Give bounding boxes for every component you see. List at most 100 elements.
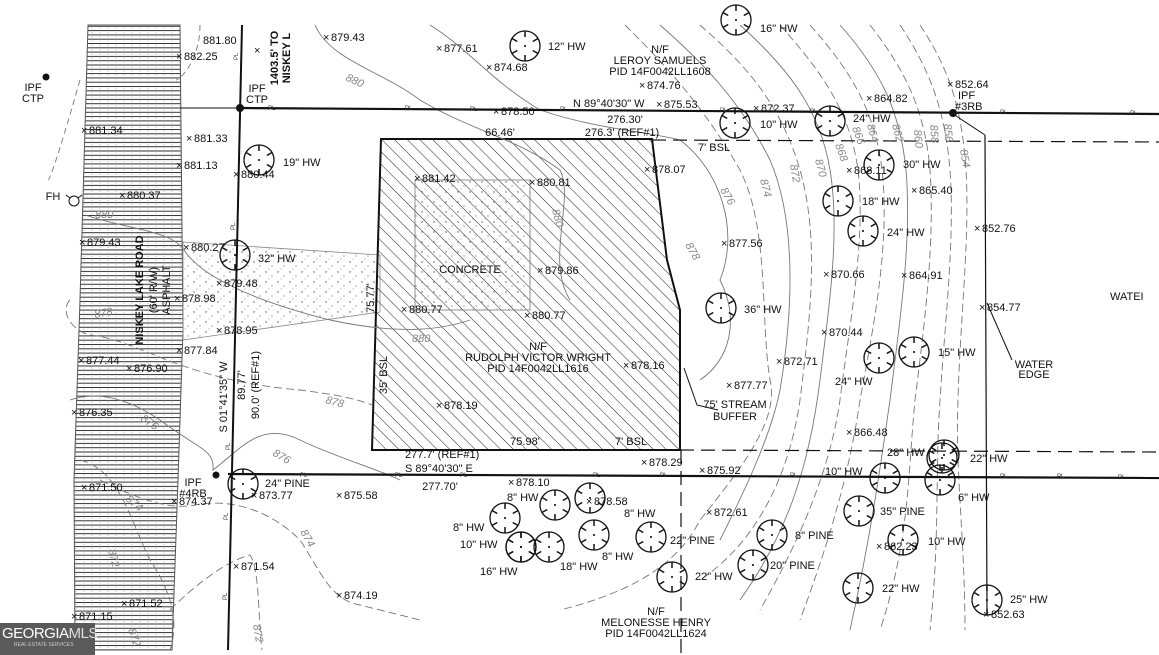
contour-label: 872	[787, 163, 802, 183]
tree-label: 30" HW	[903, 159, 941, 171]
vertical-label: 90.0' (REF#1)	[250, 351, 262, 419]
spot-marker-icon: ×	[414, 173, 420, 185]
tree-icon	[635, 521, 667, 553]
property-line-tag: PL	[560, 107, 568, 113]
spot-marker-icon: ×	[119, 190, 125, 202]
contour-label: 872	[250, 623, 265, 643]
road-asphalt	[73, 24, 184, 651]
spot-elevation: 852.76	[982, 223, 1016, 235]
spot-marker-icon: ×	[699, 465, 705, 477]
tree-icon	[656, 561, 688, 593]
spot-elevation: 872.61	[714, 507, 748, 519]
tree-label: 22" HW	[882, 583, 920, 595]
spot-marker-icon: ×	[336, 590, 342, 602]
spot-marker-icon: ×	[706, 507, 712, 519]
spot-marker-icon: ×	[537, 265, 543, 277]
tree-label: 8" HW	[453, 522, 485, 534]
spot-elevation: 852.64	[955, 79, 989, 91]
spot-elevation: 854.77	[987, 302, 1021, 314]
tree-icon	[843, 495, 875, 527]
spot-elevation: 871.54	[241, 561, 275, 573]
spot-marker-icon: ×	[233, 169, 239, 181]
tree-icon	[227, 468, 259, 500]
contour-label: 868	[832, 142, 850, 164]
contour-label: 870	[812, 158, 829, 180]
spot-elevation: 880.81	[537, 177, 571, 189]
tree-label: 25" HW	[1010, 594, 1048, 606]
property-line-tag: PL	[1000, 110, 1008, 116]
spot-elevation: 874.68	[494, 62, 528, 74]
annotation-label: WATER	[1015, 359, 1054, 371]
tree-icon	[539, 489, 571, 521]
spot-elevation: 881.42	[422, 173, 456, 185]
contour-label: 862	[889, 123, 905, 144]
tree-label: 35" PINE	[880, 506, 925, 518]
spot-elevation: 852.63	[991, 609, 1025, 621]
property-lines	[180, 24, 1159, 655]
spot-marker-icon: ×	[846, 427, 852, 439]
property-line-tag: PL	[790, 473, 798, 479]
spot-marker-icon: ×	[641, 457, 647, 469]
spot-marker-icon: ×	[436, 43, 442, 55]
tree-label: 18" HW	[862, 196, 900, 208]
fire-hydrant-icon	[65, 194, 83, 207]
spot-elevation: 875.53	[664, 99, 698, 111]
spot-marker-icon: ×	[176, 345, 182, 357]
contour-label: 856	[941, 123, 955, 143]
spot-marker-icon: ×	[121, 598, 127, 610]
annotation-label: RUDOLPH VICTOR WRIGHT	[465, 352, 611, 364]
tree-label: 10" HW	[460, 539, 498, 551]
contour-label: 880	[95, 209, 114, 221]
tree-label: 8" HW	[507, 492, 539, 504]
annotation-label: 75' STREAM	[703, 399, 766, 411]
annotation-label: N/F	[647, 606, 665, 618]
property-line-tag: PL	[300, 473, 308, 479]
tree-label: 8" PINE	[795, 530, 834, 542]
spot-marker-icon: ×	[323, 32, 329, 44]
spot-marker-icon: ×	[901, 270, 907, 282]
spot-marker-icon: ×	[401, 304, 407, 316]
annotation-label: #3RB	[955, 101, 983, 113]
spot-elevation: 876.35	[79, 407, 113, 419]
tree-label: 19" HW	[283, 157, 321, 169]
ipf-marker	[236, 104, 244, 112]
annotation-label: EDGE	[1018, 369, 1049, 381]
property-line-tag: PL	[593, 473, 601, 479]
contour-label: 874	[297, 528, 317, 550]
contour-label: 866	[849, 125, 867, 147]
georgia-mls-watermark: GEORGIAMLS REAL ESTATE SERVICES	[0, 623, 98, 655]
tree-icon	[863, 149, 895, 181]
spot-marker-icon: ×	[644, 164, 650, 176]
tree-label: 10" HW	[928, 536, 966, 548]
spot-marker-icon: ×	[623, 360, 629, 372]
tree-icon	[924, 464, 956, 496]
property-line-tag: PL	[234, 52, 240, 60]
annotation-label: 276.3' (REF#1)	[585, 127, 659, 139]
spot-marker-icon: ×	[639, 80, 645, 92]
spot-elevation: 879.43	[87, 237, 121, 249]
spot-elevation: 876.90	[134, 363, 168, 375]
property-line-tag: PL	[223, 592, 229, 600]
tree-label: 24" HW	[835, 376, 873, 388]
spot-elevation: 871.50	[89, 482, 123, 494]
spot-marker-icon: ×	[171, 496, 177, 508]
ipf-marker	[42, 73, 50, 81]
tree-label: 8" HW	[602, 551, 634, 563]
spot-marker-icon: ×	[586, 496, 592, 508]
spot-marker-icon: ×	[493, 106, 499, 118]
spot-marker-icon: ×	[436, 400, 442, 412]
spot-elevation: 864.82	[874, 93, 908, 105]
annotation-label: 277.7' (REF#1)	[405, 449, 479, 461]
vertical-label: 35' BSL	[378, 356, 390, 394]
property-line-tag: PL	[224, 512, 230, 520]
spot-elevation: 882.25	[184, 51, 218, 63]
property-line-tag: PL	[1000, 474, 1008, 480]
spot-elevation: 881.34	[89, 125, 123, 137]
vertical-label: 89.77'	[236, 370, 248, 400]
contour-label: 880	[412, 333, 431, 345]
annotation-label: 66.46'	[485, 127, 515, 139]
spot-elevation: 881.13	[184, 160, 218, 172]
spot-marker-icon: ×	[254, 45, 260, 57]
spot-marker-icon: ×	[176, 160, 182, 172]
